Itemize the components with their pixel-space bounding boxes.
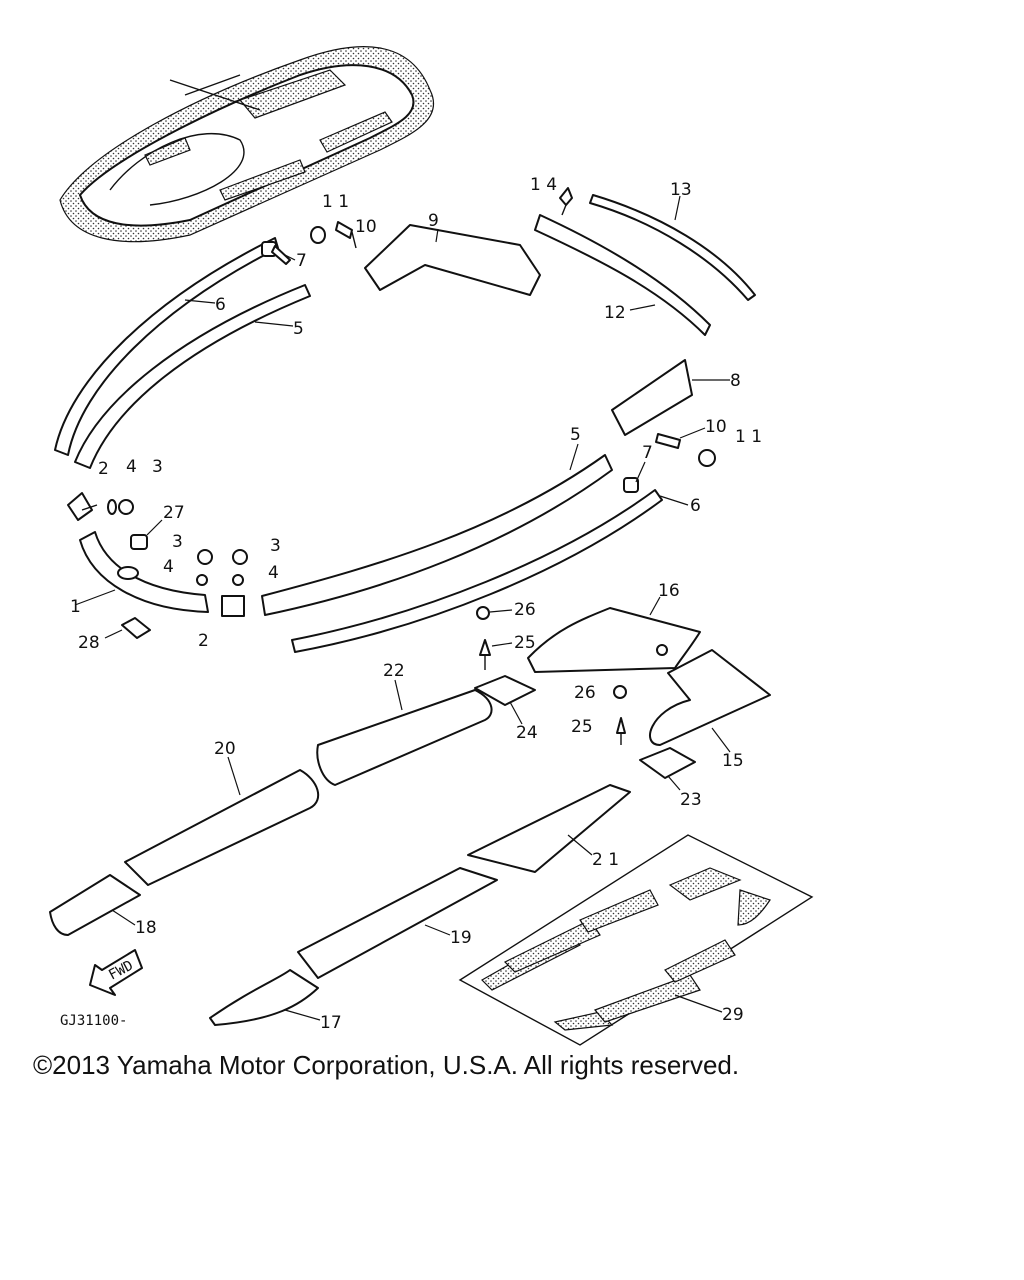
callout-3: 3: [152, 457, 163, 477]
part-22-mat: 22: [316, 661, 493, 786]
part-27-bolt: 27: [130, 503, 185, 550]
callout-28: 28: [78, 633, 100, 653]
callout-5: 5: [293, 319, 304, 339]
copyright-notice: ©2013 Yamaha Motor Corporation, U.S.A. A…: [33, 1050, 740, 1080]
part-12-rail: 12: [534, 214, 711, 336]
watercraft-overview: [59, 46, 435, 243]
part-7-bolt: 7: [261, 241, 307, 271]
callout-6: 6: [690, 496, 701, 516]
part-18-mat: 18: [49, 874, 157, 938]
drawing-code: GJ31100-: [60, 1013, 127, 1029]
callout-26: 26: [574, 683, 596, 703]
part-20-mat: 20: [124, 739, 320, 886]
callout-21: 2 1: [592, 850, 619, 870]
callout-6: 6: [215, 295, 226, 315]
callout-14: 1 4: [530, 175, 557, 195]
callout-3: 3: [172, 532, 183, 552]
callout-2: 2: [98, 459, 109, 479]
part-3-4-hardware-center: 3 4 3 4: [163, 532, 281, 586]
callout-3: 3: [270, 536, 281, 556]
part-17-mat: 17: [209, 969, 342, 1033]
callout-22: 22: [383, 661, 405, 681]
part-1-front-piece: 1: [70, 531, 209, 617]
callout-10: 10: [355, 217, 377, 237]
callout-27: 27: [163, 503, 185, 523]
callout-12: 12: [604, 303, 626, 323]
part-3-4-hardware-left: 4 3: [107, 457, 163, 515]
part-10-11-right: 10 1 1: [655, 417, 762, 467]
callout-15: 15: [722, 751, 744, 771]
part-15-mat: 15: [649, 649, 771, 771]
part-10-11-rivet: 1 1 10: [310, 192, 377, 249]
callout-4: 4: [163, 557, 174, 577]
part-9-bracket: 9: [364, 211, 541, 296]
callout-23: 23: [680, 790, 702, 810]
callout-7: 7: [296, 251, 307, 271]
callout-4: 4: [268, 563, 279, 583]
part-6-lower-rail: 6: [291, 489, 701, 653]
callout-9: 9: [428, 211, 439, 231]
part-21-mat: 2 1: [467, 784, 631, 873]
callout-11: 1 1: [322, 192, 349, 212]
part-7-bolt-right: 7: [623, 443, 653, 493]
callout-19: 19: [450, 928, 472, 948]
callout-25: 25: [514, 633, 536, 653]
callout-11: 1 1: [735, 427, 762, 447]
callout-26: 26: [514, 600, 536, 620]
part-24-25-26-plate: 26 25 24: [474, 600, 538, 743]
part-23-25-26-plate: 26 25 23: [571, 683, 702, 810]
callout-7: 7: [642, 443, 653, 463]
part-5-upper-rail: 5: [74, 284, 311, 469]
part-6-upper-rail: 6: [54, 237, 279, 456]
callout-13: 13: [670, 180, 692, 200]
parts-diagram: 6 5 7 1 1 10 9 12 13: [49, 46, 814, 1046]
callout-8: 8: [730, 371, 741, 391]
fwd-arrow-icon: FWD: [89, 949, 143, 996]
callout-18: 18: [135, 918, 157, 938]
part-2-caps: 2 2: [67, 459, 245, 651]
part-28-nut: 28: [78, 617, 151, 653]
callout-24: 24: [516, 723, 538, 743]
callout-25: 25: [571, 717, 593, 737]
callout-5: 5: [570, 425, 581, 445]
callout-29: 29: [722, 1005, 744, 1025]
callout-10: 10: [705, 417, 727, 437]
part-29-mat-set: 29: [458, 834, 814, 1046]
callout-4: 4: [126, 457, 137, 477]
callout-16: 16: [658, 581, 680, 601]
part-19-mat: 19: [297, 867, 498, 979]
callout-17: 17: [320, 1013, 342, 1033]
part-16-mat: 16: [527, 581, 701, 673]
callout-2: 2: [198, 631, 209, 651]
part-13-strip: 13: [589, 180, 756, 301]
part-14-rivet: 1 4: [530, 175, 573, 216]
part-5-lower-rail: 5: [261, 425, 613, 616]
callout-1: 1: [70, 597, 81, 617]
part-8-bracket: 8: [611, 359, 741, 436]
callout-20: 20: [214, 739, 236, 759]
